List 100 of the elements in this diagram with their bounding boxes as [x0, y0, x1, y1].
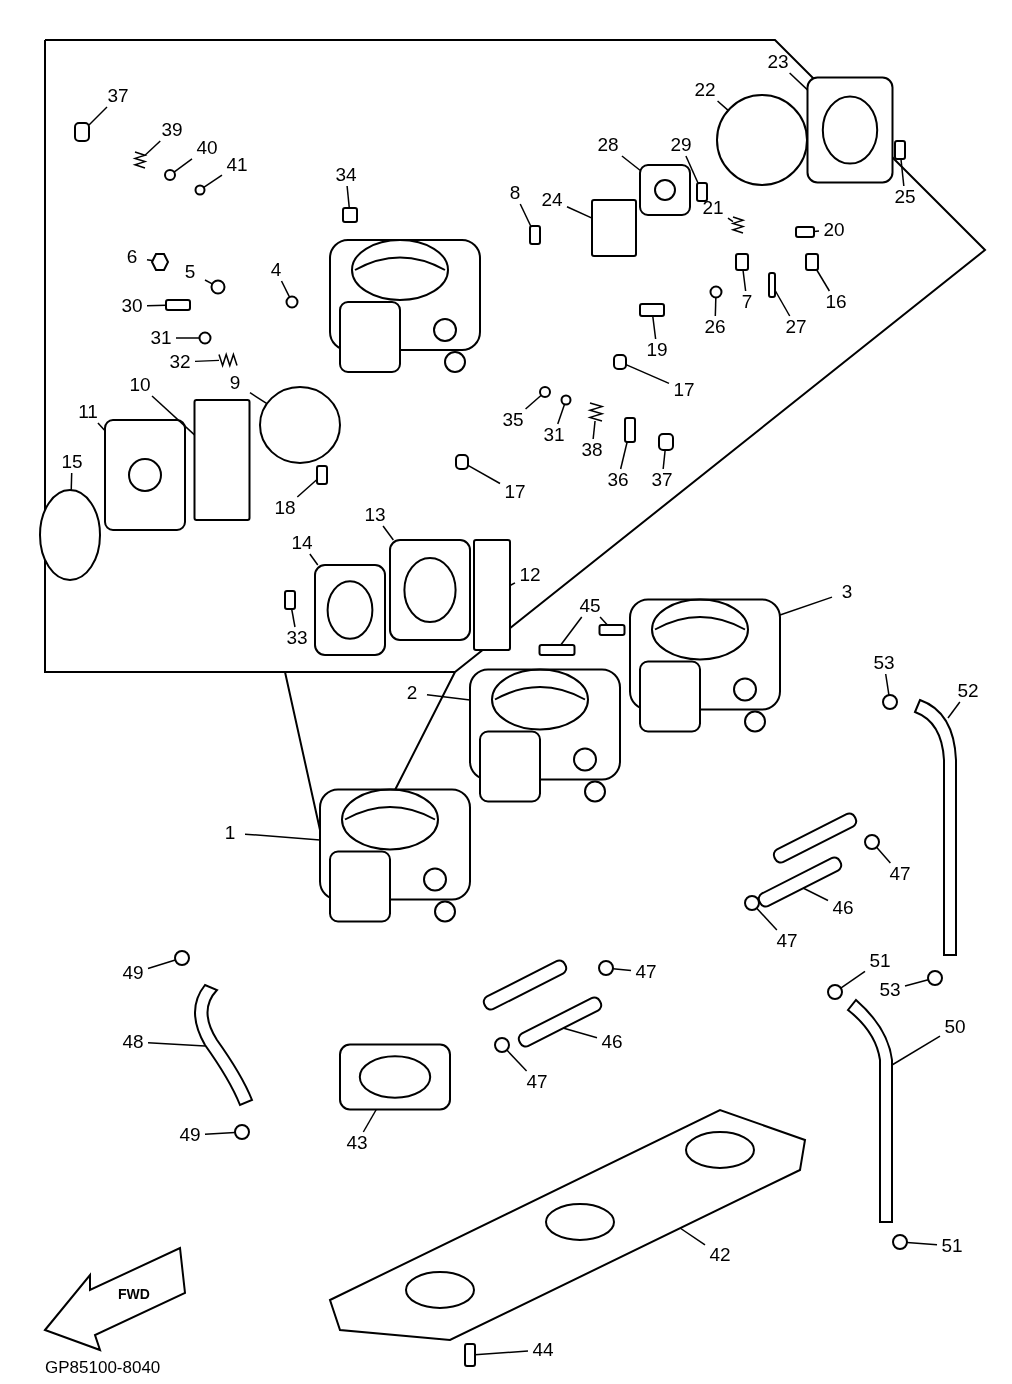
callout-number: 45 [575, 595, 605, 617]
leader-line [173, 158, 193, 173]
callout-number: 49 [118, 962, 148, 984]
leader-line [714, 296, 717, 317]
diaphragm-drawing [39, 489, 101, 581]
callout-number: 34 [331, 164, 361, 186]
callout-number: 25 [890, 186, 920, 208]
leader-line [382, 525, 395, 541]
leader-line [346, 185, 351, 209]
leader-line [88, 106, 108, 126]
callout-number: 13 [360, 504, 390, 526]
washer-drawing [539, 386, 551, 398]
hose-drawing [194, 984, 253, 1106]
carburetor-drawing [469, 668, 621, 803]
carburetor-drawing [319, 788, 471, 923]
callout-number: 23 [763, 51, 793, 73]
leader-line [147, 959, 177, 970]
washer-drawing [210, 279, 226, 295]
callout-number: 20 [819, 219, 849, 241]
fitting-drawing [342, 207, 358, 223]
cap-drawing [658, 433, 674, 451]
shaft-drawing [598, 624, 626, 636]
leader-line [426, 694, 471, 701]
manifold-drawing [328, 1108, 807, 1342]
leader-line [562, 1027, 598, 1039]
callout-number: 11 [73, 401, 103, 423]
hose-drawing [914, 699, 957, 956]
clamp-drawing [864, 834, 880, 850]
leader-line [147, 1042, 206, 1047]
leader-line [70, 472, 73, 491]
callout-number: 38 [577, 439, 607, 461]
callout-number: 41 [222, 154, 252, 176]
leader-line [900, 158, 905, 187]
leader-line [685, 155, 699, 184]
leader-line [947, 701, 961, 719]
leader-line [204, 1131, 236, 1135]
washer-drawing [198, 331, 212, 345]
plug-drawing [455, 454, 469, 470]
callout-number: 19 [642, 339, 672, 361]
leader-line [612, 967, 632, 972]
callout-number: 12 [515, 564, 545, 586]
leader-line [144, 140, 161, 157]
leader-line [146, 258, 153, 262]
callout-number: 46 [828, 897, 858, 919]
clamp-drawing [927, 970, 943, 986]
callout-number: 29 [666, 134, 696, 156]
screw-drawing [529, 225, 541, 245]
screw-drawing [805, 253, 819, 271]
leader-line [875, 846, 892, 864]
callout-number: 47 [772, 930, 802, 952]
leader-line [280, 280, 291, 298]
leader-line [524, 394, 542, 410]
leader-line [194, 359, 220, 363]
callout-number: 1 [215, 822, 245, 844]
callout-number: 15 [57, 451, 87, 473]
callout-number: 35 [498, 409, 528, 431]
washer-drawing [285, 295, 299, 309]
spring-drawing [132, 151, 148, 169]
screw-drawing [464, 1343, 476, 1367]
clamp-drawing [234, 1124, 250, 1140]
leader-line [816, 269, 831, 292]
callout-number: 26 [700, 316, 730, 338]
leader-line [652, 315, 657, 340]
spring-drawing [587, 402, 605, 422]
leader-line [625, 363, 670, 385]
callout-number: 53 [869, 652, 899, 674]
callout-number: 53 [875, 979, 905, 1001]
callout-number: 51 [865, 950, 895, 972]
clamp-drawing [744, 895, 760, 911]
clamp-drawing [882, 694, 898, 710]
plate-drawing [193, 399, 251, 521]
callout-number: 37 [647, 469, 677, 491]
callout-number: 8 [500, 182, 530, 204]
leader-line [621, 155, 641, 171]
leader-line [662, 449, 666, 470]
clamp-drawing [174, 950, 190, 966]
leader-line [840, 970, 866, 989]
callout-number: 51 [937, 1235, 967, 1257]
callout-number: 32 [165, 351, 195, 373]
callout-number: 30 [117, 295, 147, 317]
callout-number: 37 [103, 85, 133, 107]
leader-line [467, 464, 501, 485]
callout-number: 2 [397, 682, 427, 704]
leader-line [774, 289, 791, 317]
gasket-drawing [314, 564, 386, 656]
leader-line [146, 304, 167, 307]
callout-number: 3 [832, 581, 862, 603]
leader-line [151, 395, 196, 436]
callout-number: 31 [539, 424, 569, 446]
leader-line [904, 979, 929, 987]
leader-line [802, 887, 829, 902]
leader-line [884, 673, 890, 696]
washer-drawing [164, 169, 176, 181]
washer-drawing [194, 184, 206, 196]
callout-number: 28 [593, 134, 623, 156]
leader-line [566, 206, 593, 219]
leader-line [592, 420, 596, 440]
screw-drawing [165, 299, 191, 311]
callout-number: 31 [146, 327, 176, 349]
leader-line [249, 391, 268, 405]
